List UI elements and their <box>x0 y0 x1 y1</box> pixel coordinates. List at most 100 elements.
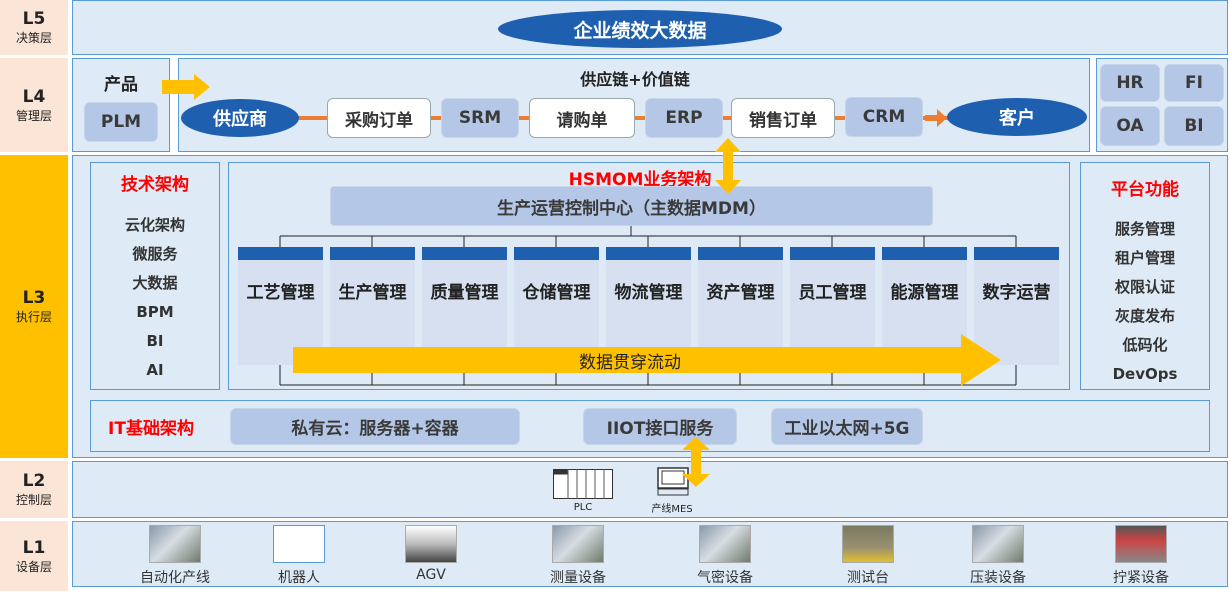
module-label: 物流管理 <box>614 283 683 303</box>
module-asset: 资产管理 <box>698 247 783 365</box>
mes-label: 产线MES <box>651 504 693 515</box>
level-l5: L5 决策层 <box>0 0 68 55</box>
device-agv: AGV <box>376 525 486 583</box>
device-photo <box>405 525 457 563</box>
module-production: 生产管理 <box>330 247 415 365</box>
ethernet-5g-box: 工业以太网+5G <box>771 408 923 445</box>
level-code: L1 <box>22 537 46 558</box>
device-label: AGV <box>416 567 446 583</box>
device-photo <box>842 525 894 563</box>
module-label: 质量管理 <box>430 283 499 303</box>
level-code: L3 <box>22 288 46 308</box>
device-photo <box>273 525 325 563</box>
level-l3: L3 执行层 <box>0 155 68 458</box>
module-quality: 质量管理 <box>422 247 507 365</box>
platform-item: 租户管理 <box>1114 249 1175 267</box>
level-name: 设备层 <box>15 559 52 574</box>
plc-label: PLC <box>573 502 593 513</box>
crm-box: CRM <box>845 97 923 137</box>
device-photo <box>972 525 1024 563</box>
device-test-bench: 测试台 <box>813 525 923 587</box>
platform-item: 权限认证 <box>1114 278 1175 296</box>
tech-list: 云化架构微服务大数据 BPM BI AI <box>90 211 220 385</box>
arrow-right-icon <box>162 74 210 100</box>
device-press: 压装设备 <box>943 525 1053 587</box>
platform-list: 服务管理租户管理权限认证灰度发布低码化 DevOps <box>1080 215 1210 389</box>
device-robot: 机器人 <box>244 525 354 587</box>
private-cloud-box: 私有云：服务器+容器 <box>230 408 520 445</box>
platform-item: 低码化 <box>1122 336 1168 354</box>
module-label: 员工管理 <box>798 283 867 303</box>
data-flow-label: 数据贯穿流动 <box>579 353 681 373</box>
module-warehouse: 仓储管理 <box>514 247 599 365</box>
iiot-box: IIOT接口服务 <box>583 408 737 445</box>
module-staff: 员工管理 <box>790 247 875 365</box>
business-title: HSMOM业务架构 <box>568 170 712 190</box>
module-digital-ops: 数字运营 <box>974 247 1059 365</box>
module-energy: 能源管理 <box>882 247 967 365</box>
module-label: 生产管理 <box>338 283 407 303</box>
device-airtight: 气密设备 <box>670 525 780 587</box>
bi-box: BI <box>1164 106 1224 146</box>
double-arrow-icon <box>715 138 741 194</box>
tech-item: 云化架构 <box>124 216 185 234</box>
mdm-box: 生产运营控制中心（主数据MDM） <box>330 186 933 226</box>
platform-item: DevOps <box>1112 365 1178 383</box>
level-code: L5 <box>22 9 46 29</box>
level-name: 决策层 <box>15 31 52 45</box>
module-label: 工艺管理 <box>246 283 315 303</box>
device-auto-line: 自动化产线 <box>120 525 230 587</box>
device-measure: 测量设备 <box>523 525 633 587</box>
tech-title: 技术架构 <box>121 175 189 195</box>
plm-box: PLM <box>84 102 158 142</box>
device-label: 拧紧设备 <box>1113 570 1169 586</box>
monitor-icon <box>657 467 689 496</box>
module-label: 数字运营 <box>982 283 1051 303</box>
platform-item: 灰度发布 <box>1114 307 1175 325</box>
device-photo <box>149 525 201 563</box>
level-name: 管理层 <box>15 108 52 123</box>
module-logistics: 物流管理 <box>606 247 691 365</box>
platform-panel <box>1080 162 1210 390</box>
requisition-box: 请购单 <box>529 98 635 138</box>
level-name: 控制层 <box>15 493 52 507</box>
device-photo <box>1115 525 1167 563</box>
data-flow-arrow-icon <box>293 334 1001 386</box>
tech-item: BI <box>146 332 164 350</box>
double-arrow-icon <box>682 437 710 487</box>
device-label: 机器人 <box>278 570 320 586</box>
device-photo <box>552 525 604 563</box>
customer-node: 客户 <box>947 98 1087 136</box>
purchase-order-box: 采购订单 <box>327 98 431 138</box>
tech-item: AI <box>146 361 164 379</box>
device-label: 自动化产线 <box>140 570 210 586</box>
level-code: L2 <box>22 471 46 491</box>
l2-panel <box>72 461 1228 518</box>
module-process: 工艺管理 <box>238 247 323 365</box>
module-label: 能源管理 <box>890 283 959 303</box>
platform-title: 平台功能 <box>1111 180 1179 200</box>
hr-box: HR <box>1100 64 1160 102</box>
tech-item: BPM <box>136 303 174 321</box>
product-title: 产品 <box>104 75 138 95</box>
module-label: 资产管理 <box>706 283 775 303</box>
tech-item: 大数据 <box>132 274 178 292</box>
tech-panel <box>90 162 220 390</box>
enterprise-bigdata: 企业绩效大数据 <box>498 10 782 48</box>
device-label: 气密设备 <box>697 570 753 586</box>
oa-box: OA <box>1100 106 1160 146</box>
it-title: IT基础架构 <box>108 419 194 439</box>
tech-item: 微服务 <box>132 245 178 263</box>
fi-box: FI <box>1164 64 1224 102</box>
level-code: L4 <box>22 86 46 107</box>
level-l2: L2 控制层 <box>0 461 68 518</box>
platform-item: 服务管理 <box>1114 220 1175 238</box>
device-label: 压装设备 <box>970 570 1026 586</box>
supplier-node: 供应商 <box>181 99 299 137</box>
plc-icon <box>553 469 613 499</box>
device-tightening: 拧紧设备 <box>1086 525 1196 587</box>
level-name: 执行层 <box>15 310 52 324</box>
erp-box: ERP <box>645 98 723 138</box>
